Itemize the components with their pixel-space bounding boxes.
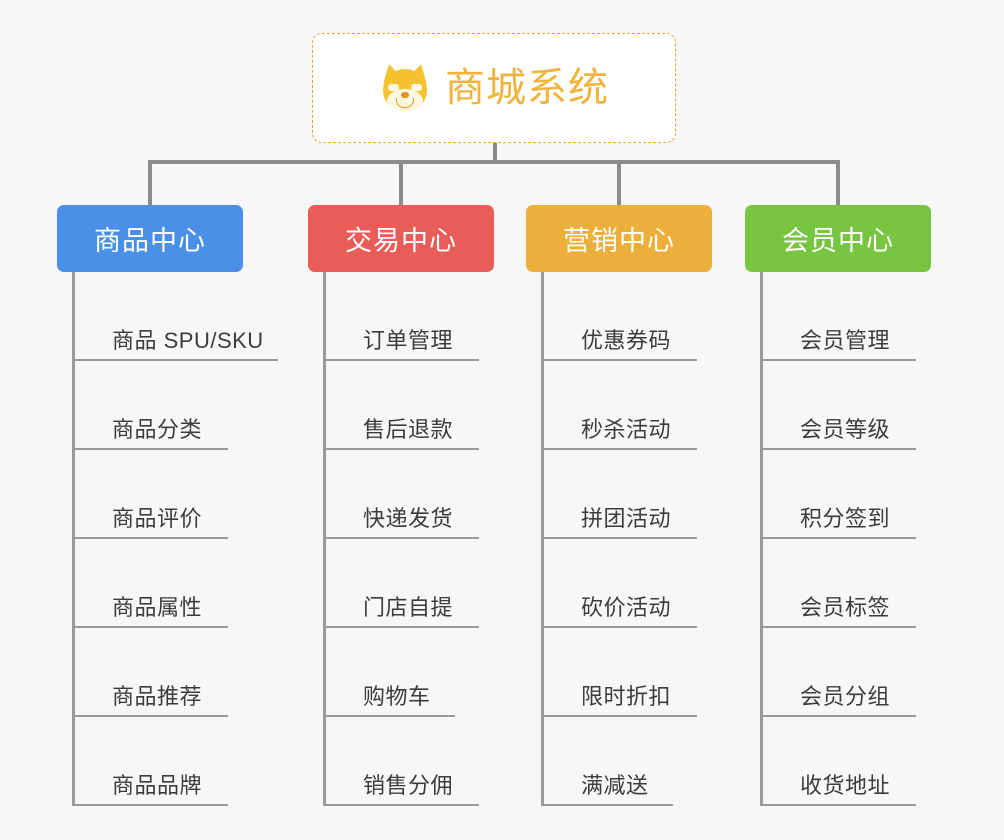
leaf-label: 会员等级: [800, 417, 891, 442]
leaf-label: 快递发货: [363, 506, 454, 531]
leaf-item[interactable]: 拼团活动: [541, 450, 697, 539]
leaf-underline: [760, 537, 916, 539]
category-label-1: 交易中心: [345, 226, 457, 256]
leaf-label: 会员分组: [800, 684, 891, 709]
leaf-item[interactable]: 秒杀活动: [541, 361, 697, 450]
branch-trunk-0: [72, 272, 75, 806]
leaf-label: 商品分类: [112, 417, 203, 442]
leaf-label: 拼团活动: [581, 506, 672, 531]
connector-drop-1: [148, 160, 152, 207]
leaf-item[interactable]: 积分签到: [760, 450, 916, 539]
branch-trunk-1: [323, 272, 326, 806]
leaf-underline: [541, 715, 697, 717]
leaf-underline: [72, 448, 228, 450]
category-label-2: 营销中心: [563, 226, 675, 256]
leaf-label: 商品评价: [112, 506, 203, 531]
leaf-item[interactable]: 商品属性: [72, 539, 228, 628]
branch-trunk-2: [541, 272, 544, 806]
leaf-label: 商品品牌: [112, 773, 203, 798]
root-title: 商城系统: [445, 66, 609, 110]
leaf-underline: [541, 804, 673, 806]
leaf-label: 售后退款: [363, 417, 454, 442]
leaf-underline: [72, 626, 228, 628]
leaf-item[interactable]: 会员分组: [760, 628, 916, 717]
leaf-label: 秒杀活动: [581, 417, 672, 442]
leaf-item[interactable]: 限时折扣: [541, 628, 697, 717]
leaf-label: 优惠券码: [581, 328, 672, 353]
leaf-item[interactable]: 商品分类: [72, 361, 228, 450]
leaf-underline: [541, 359, 697, 361]
connector-drop-2: [399, 160, 403, 207]
connector-drop-4: [836, 160, 840, 207]
leaf-item[interactable]: 商品推荐: [72, 628, 228, 717]
leaf-item[interactable]: 优惠券码: [541, 272, 697, 361]
leaf-underline: [323, 804, 479, 806]
leaf-item[interactable]: 满减送: [541, 717, 673, 806]
leaf-item[interactable]: 砍价活动: [541, 539, 697, 628]
leaf-underline: [541, 537, 697, 539]
leaf-label: 满减送: [581, 773, 649, 798]
leaf-label: 购物车: [363, 684, 431, 709]
leaf-underline: [760, 804, 916, 806]
leaf-label: 门店自提: [363, 595, 454, 620]
connector-root-stem: [493, 143, 497, 164]
leaf-underline: [72, 537, 228, 539]
leaf-underline: [72, 715, 228, 717]
leaf-label: 会员标签: [800, 595, 891, 620]
leaf-label: 收货地址: [800, 773, 891, 798]
leaf-underline: [323, 359, 479, 361]
leaf-underline: [760, 448, 916, 450]
leaf-underline: [323, 448, 479, 450]
connector-drop-3: [617, 160, 621, 207]
leaf-item[interactable]: 销售分佣: [323, 717, 479, 806]
leaf-underline: [323, 626, 479, 628]
leaf-label: 限时折扣: [581, 684, 672, 709]
connector-horizontal-bus: [148, 160, 840, 164]
leaf-underline: [323, 537, 479, 539]
leaf-underline: [760, 715, 916, 717]
leaf-underline: [541, 448, 697, 450]
root-node-mall-system[interactable]: 商城系统: [312, 33, 676, 143]
leaf-label: 商品属性: [112, 595, 203, 620]
leaf-item[interactable]: 商品评价: [72, 450, 228, 539]
leaf-label: 积分签到: [800, 506, 891, 531]
leaf-item[interactable]: 门店自提: [323, 539, 479, 628]
leaf-item[interactable]: 购物车: [323, 628, 455, 717]
category-box-1[interactable]: 交易中心: [308, 205, 494, 272]
leaf-item[interactable]: 售后退款: [323, 361, 479, 450]
leaf-item[interactable]: 订单管理: [323, 272, 479, 361]
leaf-label: 销售分佣: [363, 773, 454, 798]
dog-face-icon: [379, 61, 431, 112]
leaf-item[interactable]: 商品 SPU/SKU: [72, 272, 278, 361]
leaf-item[interactable]: 会员标签: [760, 539, 916, 628]
leaf-label: 订单管理: [363, 328, 454, 353]
leaf-underline: [541, 626, 697, 628]
category-box-2[interactable]: 营销中心: [526, 205, 712, 272]
leaf-underline: [72, 359, 278, 361]
leaf-underline: [323, 715, 455, 717]
branch-trunk-3: [760, 272, 763, 806]
leaf-underline: [72, 804, 228, 806]
leaf-item[interactable]: 会员管理: [760, 272, 916, 361]
leaf-label: 会员管理: [800, 328, 891, 353]
leaf-item[interactable]: 会员等级: [760, 361, 916, 450]
leaf-underline: [760, 626, 916, 628]
leaf-label: 商品推荐: [112, 684, 203, 709]
leaf-underline: [760, 359, 916, 361]
category-label-0: 商品中心: [94, 226, 206, 256]
leaf-item[interactable]: 商品品牌: [72, 717, 228, 806]
leaf-label: 商品 SPU/SKU: [112, 328, 264, 353]
category-label-3: 会员中心: [782, 226, 894, 256]
leaf-item[interactable]: 收货地址: [760, 717, 916, 806]
category-box-0[interactable]: 商品中心: [57, 205, 243, 272]
leaf-item[interactable]: 快递发货: [323, 450, 479, 539]
category-box-3[interactable]: 会员中心: [745, 205, 931, 272]
leaf-label: 砍价活动: [581, 595, 672, 620]
